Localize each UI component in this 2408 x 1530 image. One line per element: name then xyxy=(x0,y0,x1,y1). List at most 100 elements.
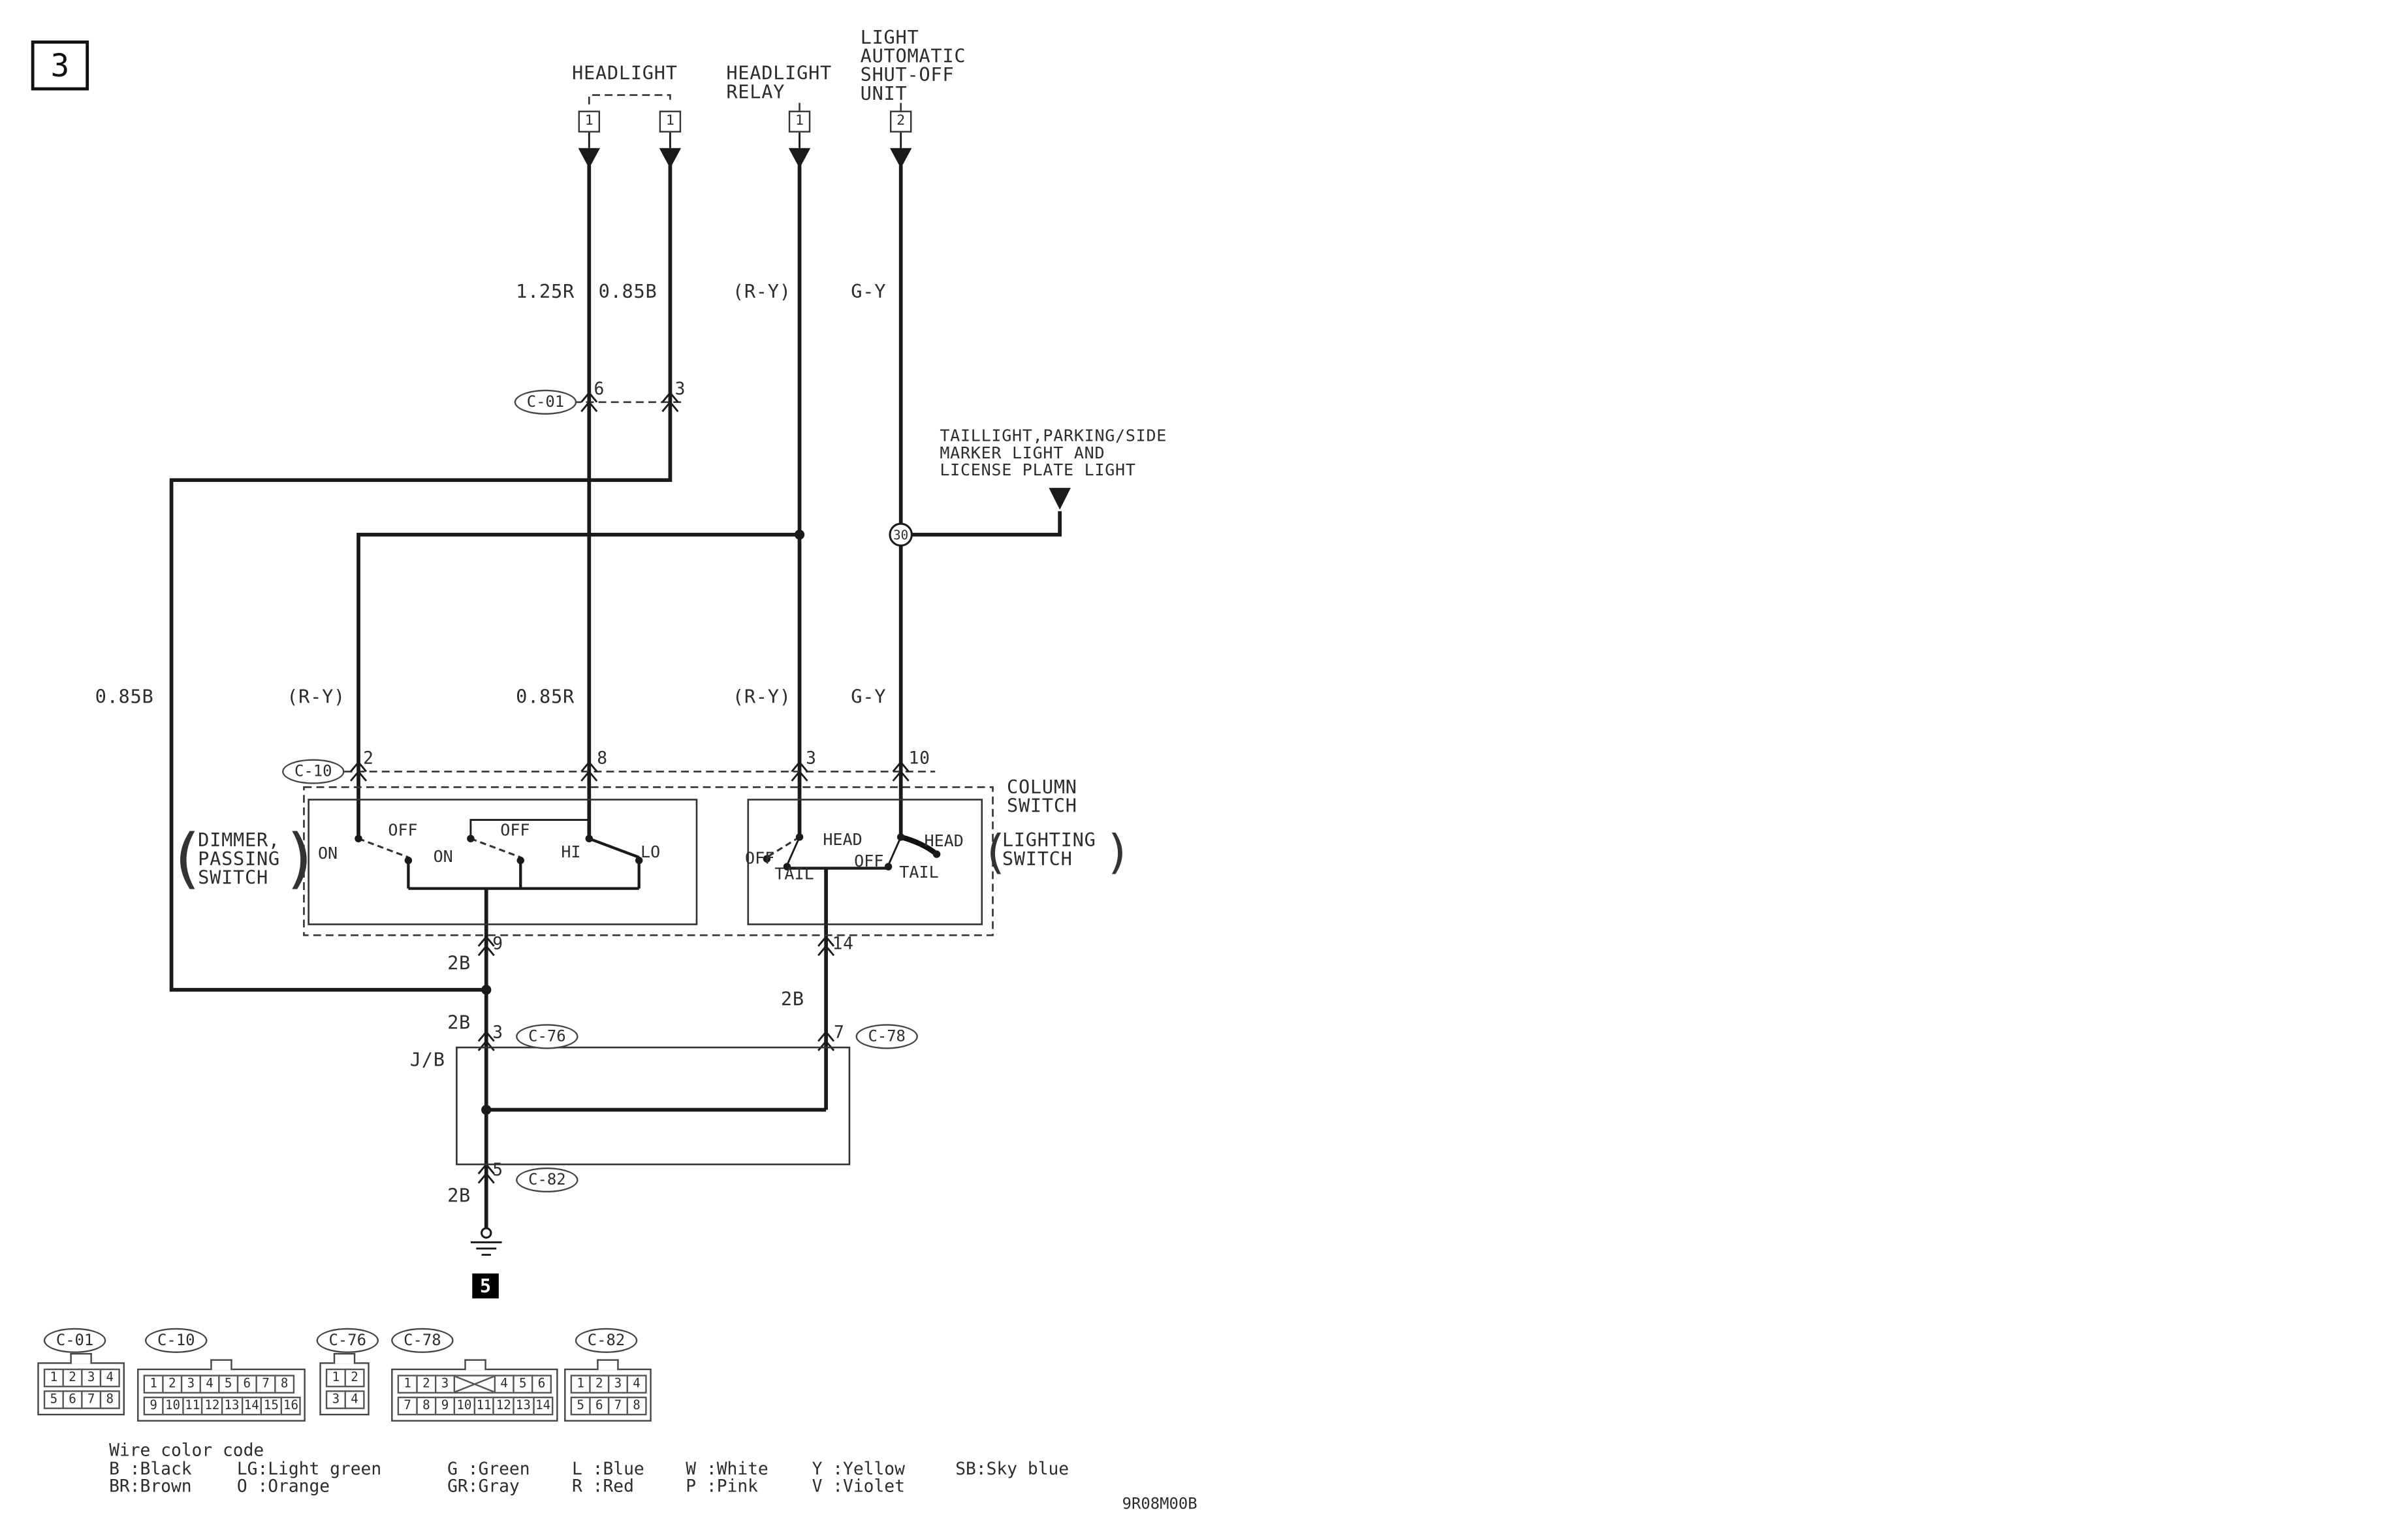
wire-label-2b: 2B xyxy=(447,1012,471,1034)
connector-tab-icon xyxy=(210,1359,233,1371)
pin-cell: 7 xyxy=(397,1396,418,1416)
lighting-pos-head2: HEAD xyxy=(924,832,964,852)
pin-cell: 7 xyxy=(607,1396,628,1416)
lighting-pos-tail1: TAIL xyxy=(774,865,814,884)
pin-cell: 8 xyxy=(274,1375,295,1394)
junction-30-number: 30 xyxy=(893,528,909,543)
pin-cell: 15 xyxy=(261,1396,282,1416)
color-code-entry: LG:Light green xyxy=(236,1459,382,1480)
pinout-title-c82: C-82 xyxy=(575,1328,638,1353)
pin-cell: 5 xyxy=(218,1375,239,1394)
ground-symbol-icon xyxy=(470,1227,502,1256)
dimmer-paren-right: ) xyxy=(287,820,313,897)
c10-pin-2: 2 xyxy=(363,748,374,769)
headlight-label: HEADLIGHT xyxy=(572,62,678,84)
pin-cell: 6 xyxy=(62,1390,83,1409)
dimmer-label-2: PASSING xyxy=(198,848,280,870)
lighting-switch-contacts xyxy=(763,833,941,925)
pin-cell: 1 xyxy=(143,1375,164,1394)
color-code-title: Wire color code xyxy=(109,1440,264,1461)
c76-pin-3: 3 xyxy=(492,1022,503,1043)
connector-label-c76: C-76 xyxy=(516,1024,578,1049)
wire-label-2b: 2B xyxy=(447,1185,471,1207)
color-code-entry: V :Violet xyxy=(812,1476,905,1497)
pin-cell: 5 xyxy=(43,1390,64,1409)
connector-label-c78: C-78 xyxy=(855,1024,918,1049)
wire-label-085b: 0.85B xyxy=(598,280,657,303)
pin-cell: 11 xyxy=(473,1396,495,1416)
pinout-title-c10: C-10 xyxy=(144,1328,208,1353)
pin-cell: 6 xyxy=(236,1375,257,1394)
document-code: 9R08M00B xyxy=(1122,1496,1197,1514)
lighting-pos-off2: OFF xyxy=(854,852,884,872)
color-code-entry: P :Pink xyxy=(686,1476,758,1497)
pin-cell: 12 xyxy=(201,1396,223,1416)
wire-label-085b-left: 0.85B xyxy=(95,686,154,708)
switch-pin-14: 14 xyxy=(832,933,854,954)
connector-tab-icon xyxy=(70,1352,92,1364)
dimmer-pos-hi: HI xyxy=(561,843,581,863)
pin-cell: 8 xyxy=(416,1396,437,1416)
pinout-title-c78: C-78 xyxy=(391,1328,454,1353)
connector-tab-icon xyxy=(464,1359,486,1371)
dimmer-pos-on1: ON xyxy=(317,844,338,864)
lighting-pos-off1: OFF xyxy=(744,849,775,869)
wire-label-gy-mid: G-Y xyxy=(851,686,887,708)
pin-cell: 6 xyxy=(589,1396,610,1416)
wire-label-ry-mid1: (R-Y) xyxy=(287,686,346,708)
blocked-cavity-x-icon xyxy=(453,1375,496,1394)
pin-cell: 2 xyxy=(162,1375,183,1394)
dimmer-pos-off2: OFF xyxy=(500,821,530,840)
taillight-note-1: TAILLIGHT,PARKING/SIDE xyxy=(940,427,1167,446)
wire-label-ry-mid2: (R-Y) xyxy=(732,686,791,708)
wire-label-085r: 0.85R xyxy=(516,686,575,708)
pin-cell: 4 xyxy=(626,1375,647,1394)
color-code-entry: Y :Yellow xyxy=(812,1459,905,1480)
pin-cell: 5 xyxy=(570,1396,591,1416)
pin-cell: 3 xyxy=(180,1375,201,1394)
pin-cell: 9 xyxy=(434,1396,456,1416)
color-code-entry: L :Blue xyxy=(572,1459,644,1480)
color-code-entry: R :Red xyxy=(572,1476,634,1497)
connector-tab-icon xyxy=(333,1352,356,1364)
pin-cell: 1 xyxy=(570,1375,591,1394)
wire-label-2b: 2B xyxy=(780,988,804,1010)
wire-junction-dots xyxy=(481,530,805,1115)
taillight-note-3: LICENSE PLATE LIGHT xyxy=(940,461,1136,481)
c78-pin-7: 7 xyxy=(834,1022,845,1043)
pin-cell: 14 xyxy=(240,1396,262,1416)
pin-cell: 13 xyxy=(513,1396,534,1416)
main-wires xyxy=(169,165,1062,1228)
terminal-triangle-icons xyxy=(578,148,912,168)
switch-pin-9: 9 xyxy=(492,933,503,954)
pin-cell: 10 xyxy=(162,1396,183,1416)
headlight-relay-label-2: RELAY xyxy=(726,81,785,103)
color-code-entry: BR:Brown xyxy=(109,1476,192,1497)
pin-cell: 2 xyxy=(62,1368,83,1388)
pin-cell: 3 xyxy=(607,1375,628,1394)
pin-cell: 5 xyxy=(513,1375,533,1394)
pinout-title-c01: C-01 xyxy=(43,1328,106,1353)
dimmer-pos-off1: OFF xyxy=(388,821,418,840)
color-code-entry: SB:Sky blue xyxy=(955,1459,1069,1480)
headlight-relay-label-1: HEADLIGHT xyxy=(726,62,832,84)
pin-cell: 12 xyxy=(492,1396,515,1416)
c10-pin-3: 3 xyxy=(806,748,817,769)
pin-cell: 11 xyxy=(182,1396,203,1416)
taillight-branch-arrow-icon xyxy=(1049,488,1071,510)
pin-cell: 3 xyxy=(81,1368,102,1388)
terminal-box-relay: 1 xyxy=(788,110,811,133)
lighting-paren-right: ) xyxy=(1108,826,1127,881)
